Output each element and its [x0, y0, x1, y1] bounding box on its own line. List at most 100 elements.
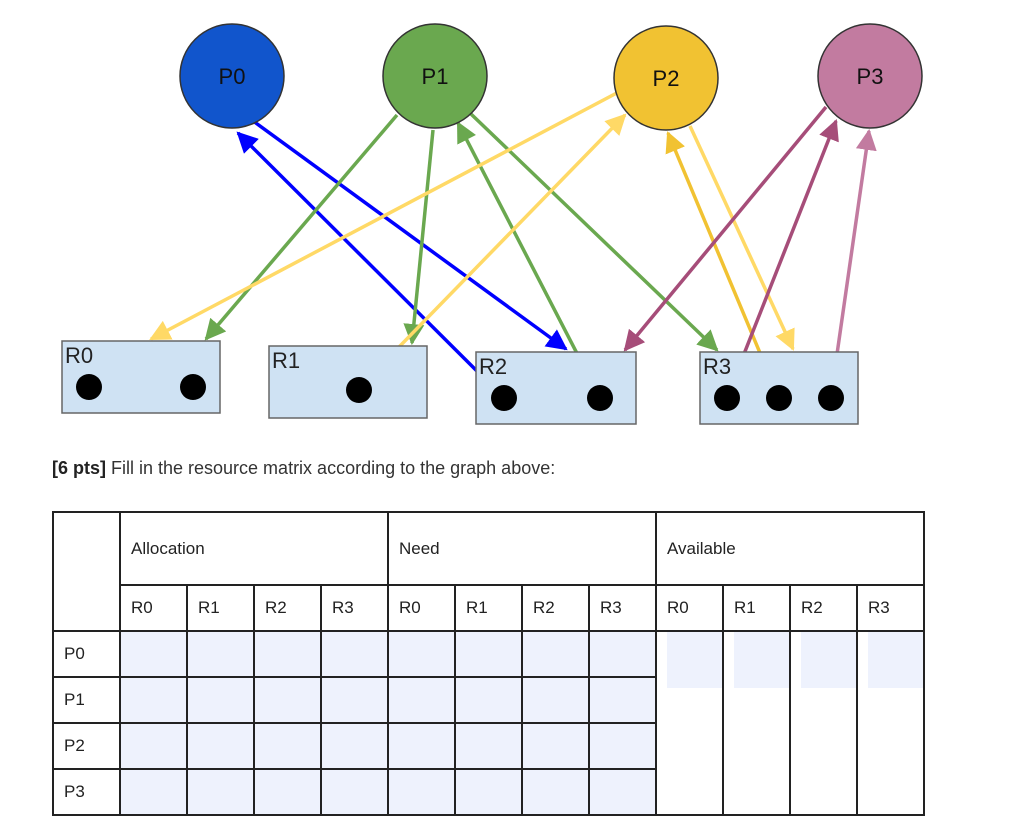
need-p3-r2-input[interactable] — [521, 768, 590, 816]
need-p1-r0-input[interactable] — [387, 676, 456, 724]
alloc-p1-r1-input[interactable] — [186, 676, 255, 724]
process-label: P2 — [653, 66, 680, 91]
avail-r1-header: R1 — [722, 584, 791, 632]
need-p1-r2-input[interactable] — [521, 676, 590, 724]
points-label: [6 pts] — [52, 458, 106, 478]
table-row-p0: P0 — [52, 630, 925, 816]
need-p0-r0-input[interactable] — [387, 630, 456, 678]
process-p3: P3 — [817, 23, 923, 129]
need-r3-header: R3 — [588, 584, 657, 632]
avail-r1-input[interactable] — [722, 630, 791, 816]
need-p2-r2-input[interactable] — [521, 722, 590, 770]
avail-r2-input[interactable] — [789, 630, 858, 816]
resource-r2: R2 — [475, 351, 637, 425]
table-row-p3: P3 — [52, 768, 924, 816]
assignment-edge-r2-1-to-p1 — [456, 121, 601, 397]
request-edge-p3-to-r2 — [623, 105, 828, 352]
request-edge-p2-to-r0 — [149, 84, 631, 341]
row-label-p2: P2 — [52, 722, 121, 770]
need-p2-r1-input[interactable] — [454, 722, 523, 770]
row-label-p1: P1 — [52, 676, 121, 724]
alloc-p2-r0-input[interactable] — [119, 722, 188, 770]
avail-r3-input[interactable] — [856, 630, 925, 816]
instruction-text: [6 pts] Fill in the resource matrix acco… — [52, 458, 555, 479]
request-edge-p1-to-r0 — [204, 113, 399, 341]
resources-layer: R0 R1 R2 R3 — [61, 340, 859, 425]
resource-label: R0 — [65, 343, 93, 368]
resource-instance-dot — [346, 377, 372, 403]
need-p0-r3-input[interactable] — [588, 630, 657, 678]
avail-r2-header: R2 — [789, 584, 858, 632]
alloc-r2-header: R2 — [253, 584, 322, 632]
resource-r0: R0 — [61, 340, 221, 414]
alloc-p0-r3-input[interactable] — [320, 630, 389, 678]
resource-instance-dot — [714, 385, 740, 411]
available-header: Available — [655, 511, 925, 586]
resource-instance-dot — [587, 385, 613, 411]
process-node — [613, 25, 719, 131]
resource-label: R3 — [703, 354, 731, 379]
resource-box — [268, 345, 428, 419]
allocation-header: Allocation — [119, 511, 389, 586]
resource-matrix-table: Allocation Need Available R0 R1 R2 R3 R0… — [52, 511, 925, 816]
process-node — [817, 23, 923, 129]
alloc-p0-r0-input[interactable] — [119, 630, 188, 678]
avail-r0-header: R0 — [655, 584, 724, 632]
alloc-p1-r2-input[interactable] — [253, 676, 322, 724]
alloc-p2-r1-input[interactable] — [186, 722, 255, 770]
resource-allocation-graph: R0 R1 R2 R3 P0 P1 P2 P3 — [61, 23, 923, 425]
assignment-edge-r2-0-to-p0 — [236, 131, 505, 399]
need-p3-r0-input[interactable] — [387, 768, 456, 816]
alloc-p3-r2-input[interactable] — [253, 768, 322, 816]
resource-instance-dot — [76, 374, 102, 400]
alloc-r3-header: R3 — [320, 584, 389, 632]
alloc-p0-r2-input[interactable] — [253, 630, 322, 678]
need-p1-r3-input[interactable] — [588, 676, 657, 724]
need-p2-r0-input[interactable] — [387, 722, 456, 770]
resource-instance-dot — [180, 374, 206, 400]
need-r1-header: R1 — [454, 584, 523, 632]
need-header: Need — [387, 511, 657, 586]
alloc-r1-header: R1 — [186, 584, 255, 632]
group-header-row: Allocation Need Available — [52, 511, 925, 632]
row-label-p0: P0 — [52, 630, 121, 678]
alloc-p2-r3-input[interactable] — [320, 722, 389, 770]
need-r0-header: R0 — [387, 584, 456, 632]
process-node — [179, 23, 285, 129]
assignment-edge-r1-0-to-p2 — [358, 113, 627, 389]
processes-layer: P0 P1 P2 P3 — [179, 23, 923, 131]
process-label: P1 — [422, 64, 449, 89]
alloc-p3-r0-input[interactable] — [119, 768, 188, 816]
request-edge-p2-to-r3 — [688, 125, 795, 351]
instruction-body: Fill in the resource matrix according to… — [106, 458, 556, 478]
edges-layer — [149, 84, 877, 399]
need-p0-r2-input[interactable] — [521, 630, 590, 678]
process-node — [382, 23, 488, 129]
request-edge-p1-to-r1 — [403, 129, 435, 346]
need-p0-r1-input[interactable] — [454, 630, 523, 678]
table-row-p2: P2 — [52, 722, 924, 770]
corner-cell — [52, 511, 121, 632]
alloc-p1-r0-input[interactable] — [119, 676, 188, 724]
resource-label: R2 — [479, 354, 507, 379]
need-p3-r1-input[interactable] — [454, 768, 523, 816]
need-r2-header: R2 — [521, 584, 590, 632]
need-p2-r3-input[interactable] — [588, 722, 657, 770]
process-p1: P1 — [382, 23, 488, 129]
alloc-p3-r3-input[interactable] — [320, 768, 389, 816]
need-p3-r3-input[interactable] — [588, 768, 657, 816]
alloc-p0-r1-input[interactable] — [186, 630, 255, 678]
resource-r3: R3 — [699, 351, 859, 425]
need-p1-r1-input[interactable] — [454, 676, 523, 724]
process-label: P0 — [219, 64, 246, 89]
resource-instance-dot — [818, 385, 844, 411]
assignment-edge-r3-0-to-p3 — [725, 119, 839, 398]
alloc-p2-r2-input[interactable] — [253, 722, 322, 770]
resource-label: R1 — [272, 348, 300, 373]
row-label-p3: P3 — [52, 768, 121, 816]
resource-header-row: R0 R1 R2 R3 R0 R1 R2 R3 R0 R1 R2 R3 — [53, 584, 925, 632]
alloc-p1-r3-input[interactable] — [320, 676, 389, 724]
alloc-p3-r1-input[interactable] — [186, 768, 255, 816]
avail-r0-input[interactable] — [655, 630, 724, 816]
alloc-r0-header: R0 — [119, 584, 188, 632]
